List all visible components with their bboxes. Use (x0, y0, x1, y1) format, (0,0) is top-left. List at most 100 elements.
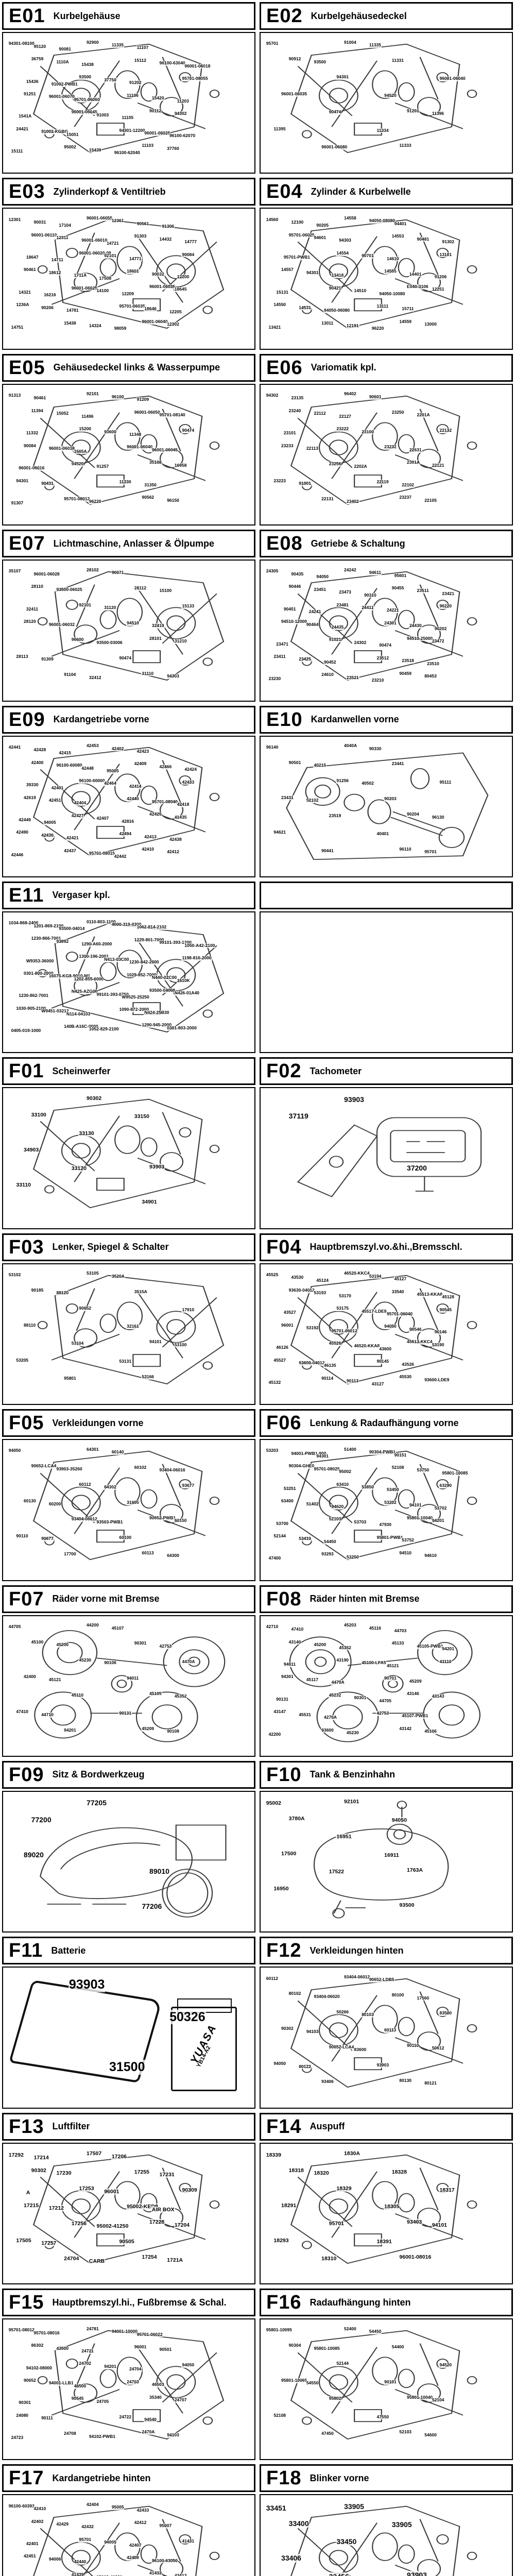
part-label: 96001-06018 (48, 446, 75, 451)
part-label: 42408 (126, 2555, 140, 2561)
part-label: 90330 (368, 745, 382, 752)
part-label: 31110 (141, 670, 154, 676)
part-label: 90652 (78, 1306, 92, 1311)
part-label: 45230 (78, 1657, 92, 1663)
part-label: 15112 (133, 57, 147, 63)
part-label: 41431 (181, 2538, 195, 2544)
part-label: 95701-06022 (136, 2331, 163, 2337)
part-label: 94050 (391, 1817, 407, 1823)
part-label: 42414 (129, 783, 142, 789)
part-label: 40215 (313, 762, 327, 768)
part-label: 11334 (376, 127, 389, 133)
part-label: 12301 (8, 216, 22, 223)
part-label: 37119 (288, 1112, 309, 1121)
part-label: 42440 (126, 796, 140, 802)
part-label: 50326 (169, 2009, 206, 2025)
part-label: 44703 (393, 1628, 407, 1634)
section-code: F16 (266, 2292, 302, 2314)
part-label: 45100-LFA5 (361, 1660, 387, 1666)
part-label: 53100 (174, 1342, 187, 1348)
part-label: 94303 (338, 238, 352, 244)
part-label: 15711 (401, 306, 415, 312)
part-label: 4000-319-0300 (111, 921, 142, 927)
part-label: 24704 (63, 2255, 80, 2262)
part-label: 14510 (353, 288, 367, 294)
part-label: 90701 (384, 1675, 397, 1681)
part-label: 15051 (66, 131, 79, 138)
part-label: 22105 (424, 497, 437, 503)
part-label: 44200 (86, 1622, 99, 1628)
part-label: 53850 (361, 1484, 374, 1490)
part-label: 93903-35260 (56, 1466, 83, 1472)
part-label: 93404-06012 (71, 1516, 98, 1522)
part-label: 14553 (391, 233, 405, 239)
part-label: 17228 (149, 2219, 165, 2226)
part-label: 91003 (96, 112, 110, 118)
part-label: 45517-LDE9 (361, 1308, 387, 1314)
part-label: 45107-PWB1 (401, 1713, 429, 1719)
part-label: 94510-12000 (281, 619, 308, 624)
part-label: 90112 (149, 108, 162, 114)
part-label: 33100 (30, 1112, 47, 1118)
part-label: 45613-KKC4 (406, 1339, 433, 1345)
part-label: 42432 (81, 2524, 94, 2530)
part-label: 13421 (268, 324, 282, 330)
part-label: 93600 (321, 1727, 334, 1733)
part-label: 88110 (23, 1322, 37, 1328)
part-label: 93677 (181, 1483, 195, 1489)
part-label: 2202A (353, 464, 368, 470)
part-label: 94050 (8, 1448, 22, 1454)
part-label: 83600 (353, 2046, 367, 2053)
part-label: 11203 (176, 98, 190, 104)
part-label: 14560 (265, 216, 279, 223)
part-label: 14559 (399, 318, 413, 325)
part-label: 45128 (441, 1294, 455, 1300)
part-label: 43142 (399, 1725, 413, 1732)
part-label: 17910 (181, 1307, 195, 1313)
part-label: 28110 (30, 584, 44, 590)
part-label: 80130 (399, 2077, 413, 2083)
section-code: F07 (9, 1588, 44, 1610)
part-label: 45200 (56, 1642, 70, 1648)
part-label: 23425 (298, 656, 312, 663)
part-label: 94006 (48, 2556, 62, 2562)
part-label: 42401 (50, 785, 64, 791)
section-code: E02 (266, 5, 303, 27)
